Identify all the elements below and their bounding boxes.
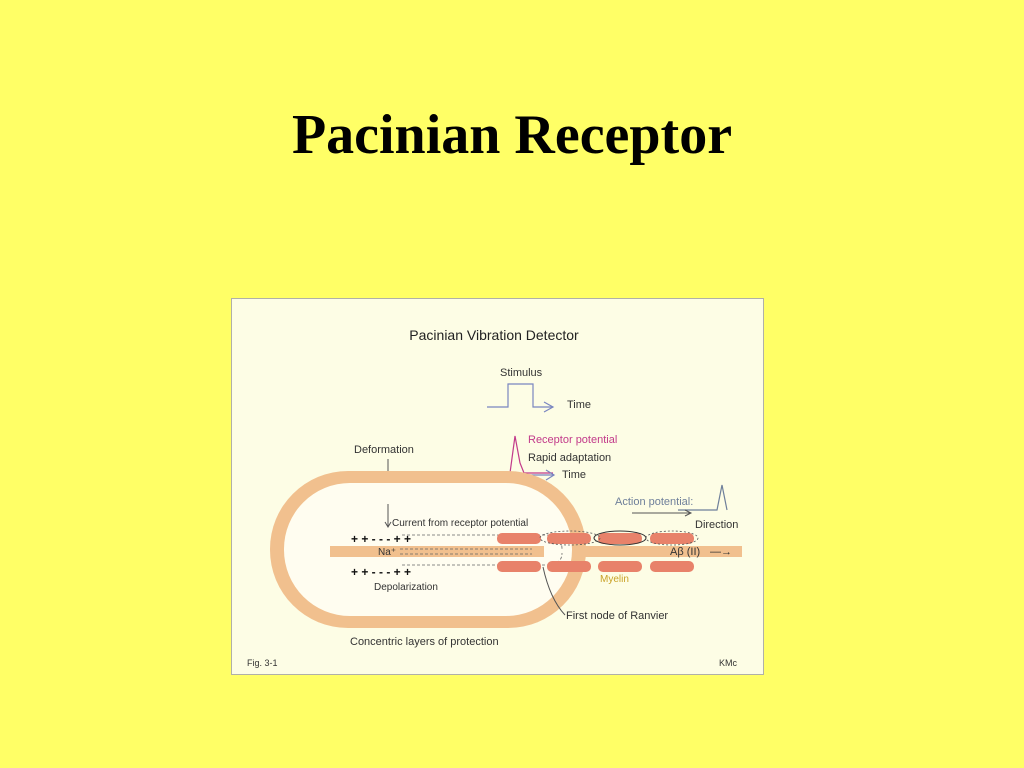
myelin-label: Myelin — [600, 574, 629, 585]
figure-panel: Pacinian Vibration Detector Stimulus Tim… — [231, 298, 764, 675]
pacinian-diagram: Pacinian Vibration Detector Stimulus Tim… — [247, 327, 742, 668]
deformation-label: Deformation — [354, 444, 414, 456]
sodium-label: Na⁺ — [378, 547, 396, 558]
fiber-arrow: —→ — [710, 546, 732, 558]
stimulus-step-trace — [487, 383, 553, 408]
stimulus-time-arrowhead — [543, 401, 555, 413]
myelin-segment — [547, 561, 591, 572]
myelin-segment — [598, 561, 642, 572]
nerve-ending-core — [330, 546, 544, 557]
receptor-potential-label: Receptor potential — [528, 434, 617, 446]
action-potential-label: Action potential: — [615, 496, 693, 508]
receptor-time-label: Time — [562, 469, 586, 481]
current-label: Current from receptor potential — [392, 518, 528, 529]
propagating-current-loop — [539, 530, 601, 546]
fiber-type-label: Aβ (II) — [670, 546, 700, 558]
direction-arrowhead — [684, 509, 693, 517]
receptor-time-arrowhead — [545, 469, 556, 481]
rapid-adaptation-label: Rapid adaptation — [528, 452, 611, 464]
figure-credit: KMc — [719, 658, 738, 668]
myelin-segment — [650, 561, 694, 572]
stimulus-label: Stimulus — [500, 367, 543, 379]
myelin-segment — [497, 561, 541, 572]
myelin-segment — [497, 533, 541, 544]
myelin-segment — [598, 533, 642, 544]
figure-number: Fig. 3-1 — [247, 658, 278, 668]
first-node-label: First node of Ranvier — [566, 610, 668, 622]
propagating-current-loop-solid — [593, 530, 647, 546]
charges-top: + + - - - + + — [351, 532, 411, 546]
figure-title: Pacinian Vibration Detector — [409, 327, 579, 343]
myelin-segment — [650, 533, 694, 544]
concentric-layers-label: Concentric layers of protection — [350, 636, 499, 648]
direction-label: Direction — [695, 519, 738, 531]
myelin-segment — [547, 533, 591, 544]
slide-title: Pacinian Receptor — [291, 104, 733, 166]
action-potential-spike — [678, 484, 728, 511]
depolarization-label: Depolarization — [374, 582, 438, 593]
propagating-current-loop — [645, 530, 699, 546]
stimulus-time-label: Time — [567, 399, 591, 411]
charges-bottom: + + - - - + + — [351, 565, 411, 579]
first-node-pointer — [542, 566, 566, 616]
current-arrowhead — [384, 521, 392, 528]
